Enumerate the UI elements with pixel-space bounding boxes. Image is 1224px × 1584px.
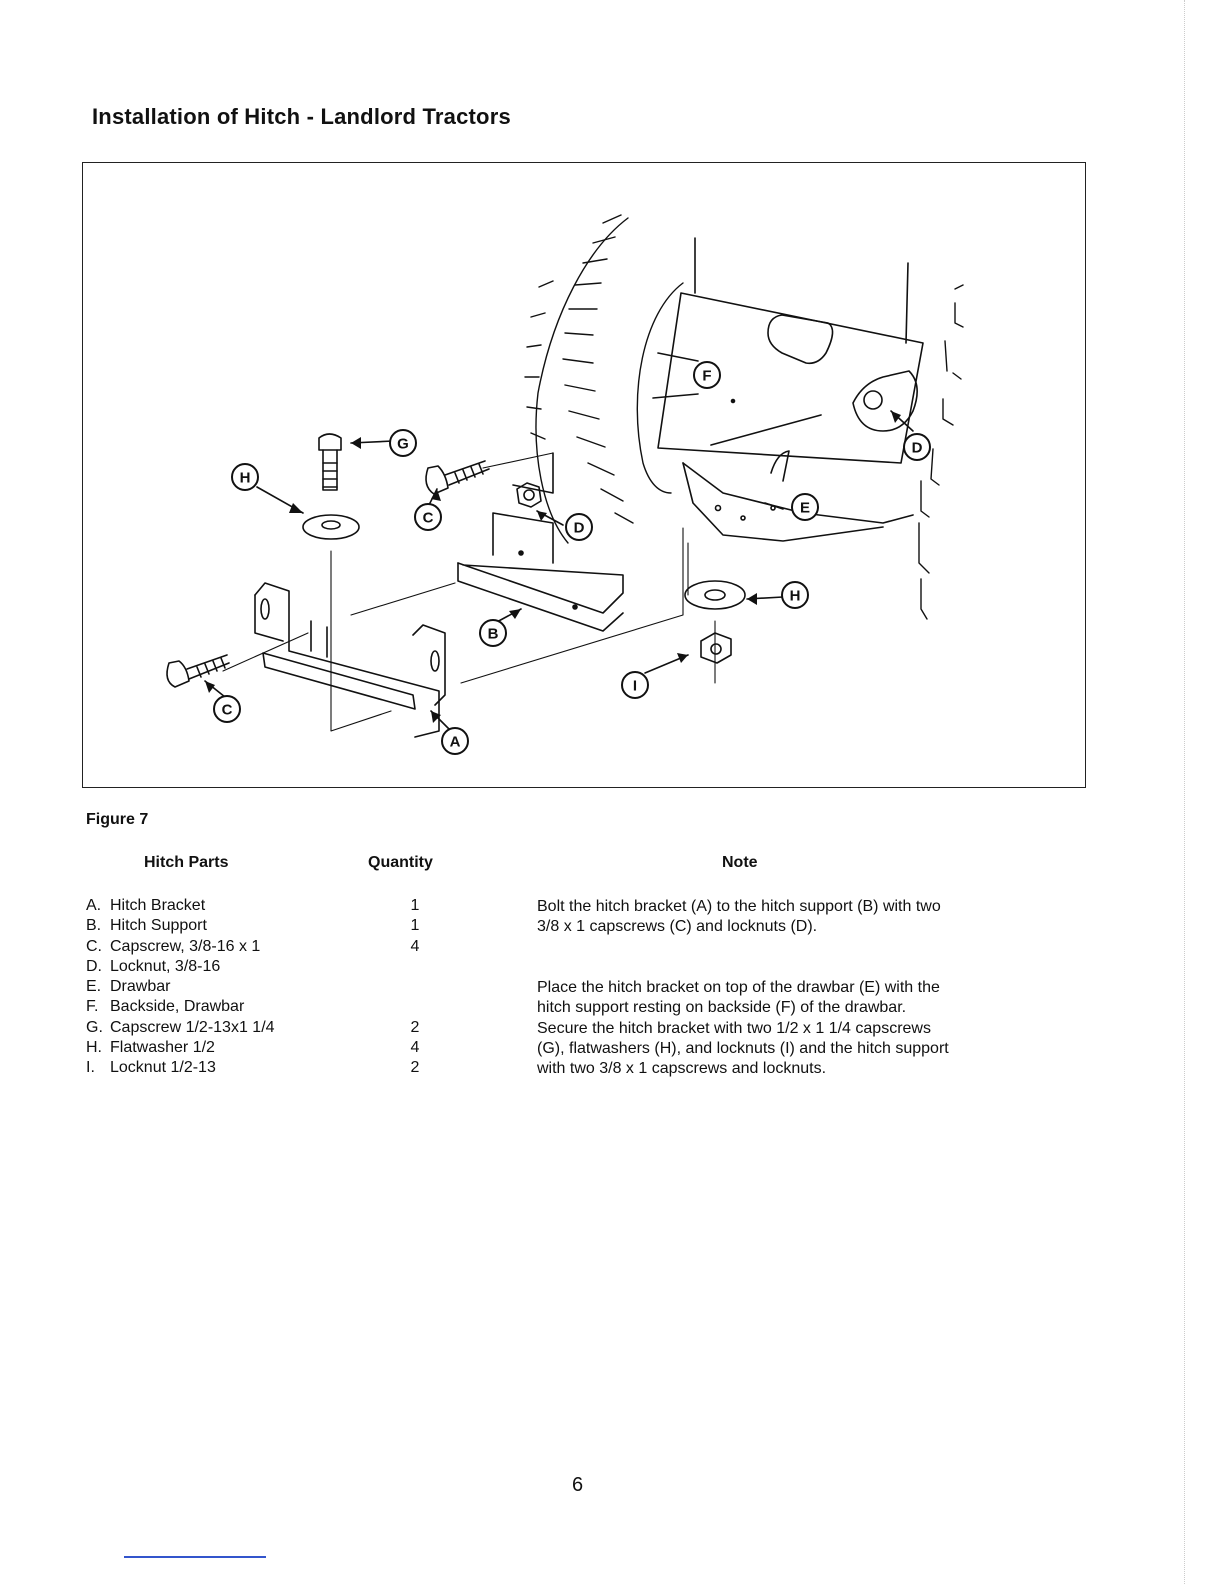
list-item: A.Hitch Bracket	[86, 897, 206, 914]
part-name: Capscrew, 3/8-16 x 1	[110, 937, 261, 955]
callout-d-left: D	[565, 513, 593, 541]
part-name: Drawbar	[110, 978, 171, 996]
list-item: E.Drawbar	[86, 978, 171, 996]
part-name: Flatwasher 1/2	[110, 1039, 215, 1057]
hitch-support	[457, 452, 624, 632]
quantity-value	[400, 977, 430, 997]
page-number: 6	[572, 1474, 584, 1496]
svg-text:H: H	[240, 470, 251, 487]
locknut-i	[700, 632, 732, 664]
callout-g: G	[389, 429, 417, 457]
list-item: G.Capscrew 1/2-13x1 1/4	[86, 1018, 275, 1036]
svg-text:E: E	[800, 500, 810, 517]
drawbar-backside-plate	[657, 237, 924, 464]
svg-text:I: I	[633, 678, 637, 695]
capscrew-c-upper	[425, 460, 490, 495]
quantity-list: 1 1 4 2 4 2	[400, 896, 430, 1079]
figure-caption: Figure 7	[86, 811, 149, 828]
list-item: F.Backside, Drawbar	[86, 998, 245, 1016]
quantity-value: 2	[410, 1018, 420, 1036]
header-note: Note	[722, 854, 758, 871]
note-paragraph-2: Place the hitch bracket on top of the dr…	[537, 979, 949, 1078]
list-item: D.Locknut, 3/8-16	[86, 957, 221, 975]
svg-text:F: F	[702, 368, 711, 385]
callout-b: B	[479, 619, 507, 647]
part-name: Hitch Bracket	[110, 897, 206, 914]
hitch-bracket	[254, 582, 446, 738]
svg-text:D: D	[574, 520, 585, 537]
list-item: B.Hitch Support	[86, 917, 207, 935]
callout-i: I	[621, 671, 649, 699]
locknut-d-left	[516, 482, 542, 508]
svg-text:D: D	[912, 440, 923, 457]
scan-edge-line	[1184, 0, 1186, 1584]
page-title: Installation of Hitch - Landlord Tractor…	[92, 104, 511, 129]
parts-list: A.Hitch Bracket B.Hitch Support C.Capscr…	[86, 896, 275, 1079]
part-name: Locknut 1/2-13	[110, 1059, 216, 1077]
callout-c-upper: C	[414, 503, 442, 531]
scan-underline-mark	[124, 1556, 266, 1558]
capscrew-c-lower	[166, 654, 230, 688]
svg-text:H: H	[790, 588, 801, 605]
header-quantity: Quantity	[368, 854, 433, 871]
list-item: H.Flatwasher 1/2	[86, 1039, 215, 1057]
quantity-value: 1	[410, 897, 420, 914]
quantity-value: 1	[410, 917, 420, 935]
svg-text:C: C	[222, 702, 233, 719]
flatwasher-right	[684, 580, 746, 610]
part-name: Hitch Support	[110, 917, 207, 935]
right-mount-plate	[852, 370, 918, 432]
callout-labels: H G C D B C A I H E F D	[213, 361, 931, 755]
callout-a: A	[441, 727, 469, 755]
capscrew-g	[318, 433, 342, 491]
figure-7-illustration: H G C D B C A I H E F D	[82, 162, 1086, 788]
part-name: Locknut, 3/8-16	[110, 957, 221, 975]
callout-d-right: D	[903, 433, 931, 461]
note-paragraph-1: Bolt the hitch bracket (A) to the hitch …	[537, 898, 941, 936]
hitch-exploded-diagram: H G C D B C A I H E F D	[166, 214, 964, 755]
part-name: Backside, Drawbar	[110, 998, 245, 1016]
header-hitch-parts: Hitch Parts	[144, 854, 229, 871]
callout-h-left: H	[231, 463, 259, 491]
quantity-value: 4	[410, 937, 420, 955]
part-name: Capscrew 1/2-13x1 1/4	[110, 1018, 275, 1036]
flatwasher-left	[302, 514, 360, 540]
quantity-value: 4	[410, 1039, 420, 1057]
quantity-value	[400, 957, 430, 977]
callout-e: E	[791, 493, 819, 521]
svg-text:A: A	[450, 734, 461, 751]
tractor-tire	[524, 214, 634, 544]
list-item: I.Locknut 1/2-13	[86, 1059, 216, 1077]
svg-text:C: C	[423, 510, 434, 527]
quantity-value: 2	[410, 1059, 420, 1077]
callout-f: F	[693, 361, 721, 389]
quantity-value	[400, 997, 430, 1017]
list-item: C.Capscrew, 3/8-16 x 1	[86, 937, 261, 955]
svg-text:B: B	[488, 626, 499, 643]
callout-h-right: H	[781, 581, 809, 609]
wheel-rim	[636, 282, 684, 494]
svg-text:G: G	[397, 436, 409, 453]
callout-c-lower: C	[213, 695, 241, 723]
